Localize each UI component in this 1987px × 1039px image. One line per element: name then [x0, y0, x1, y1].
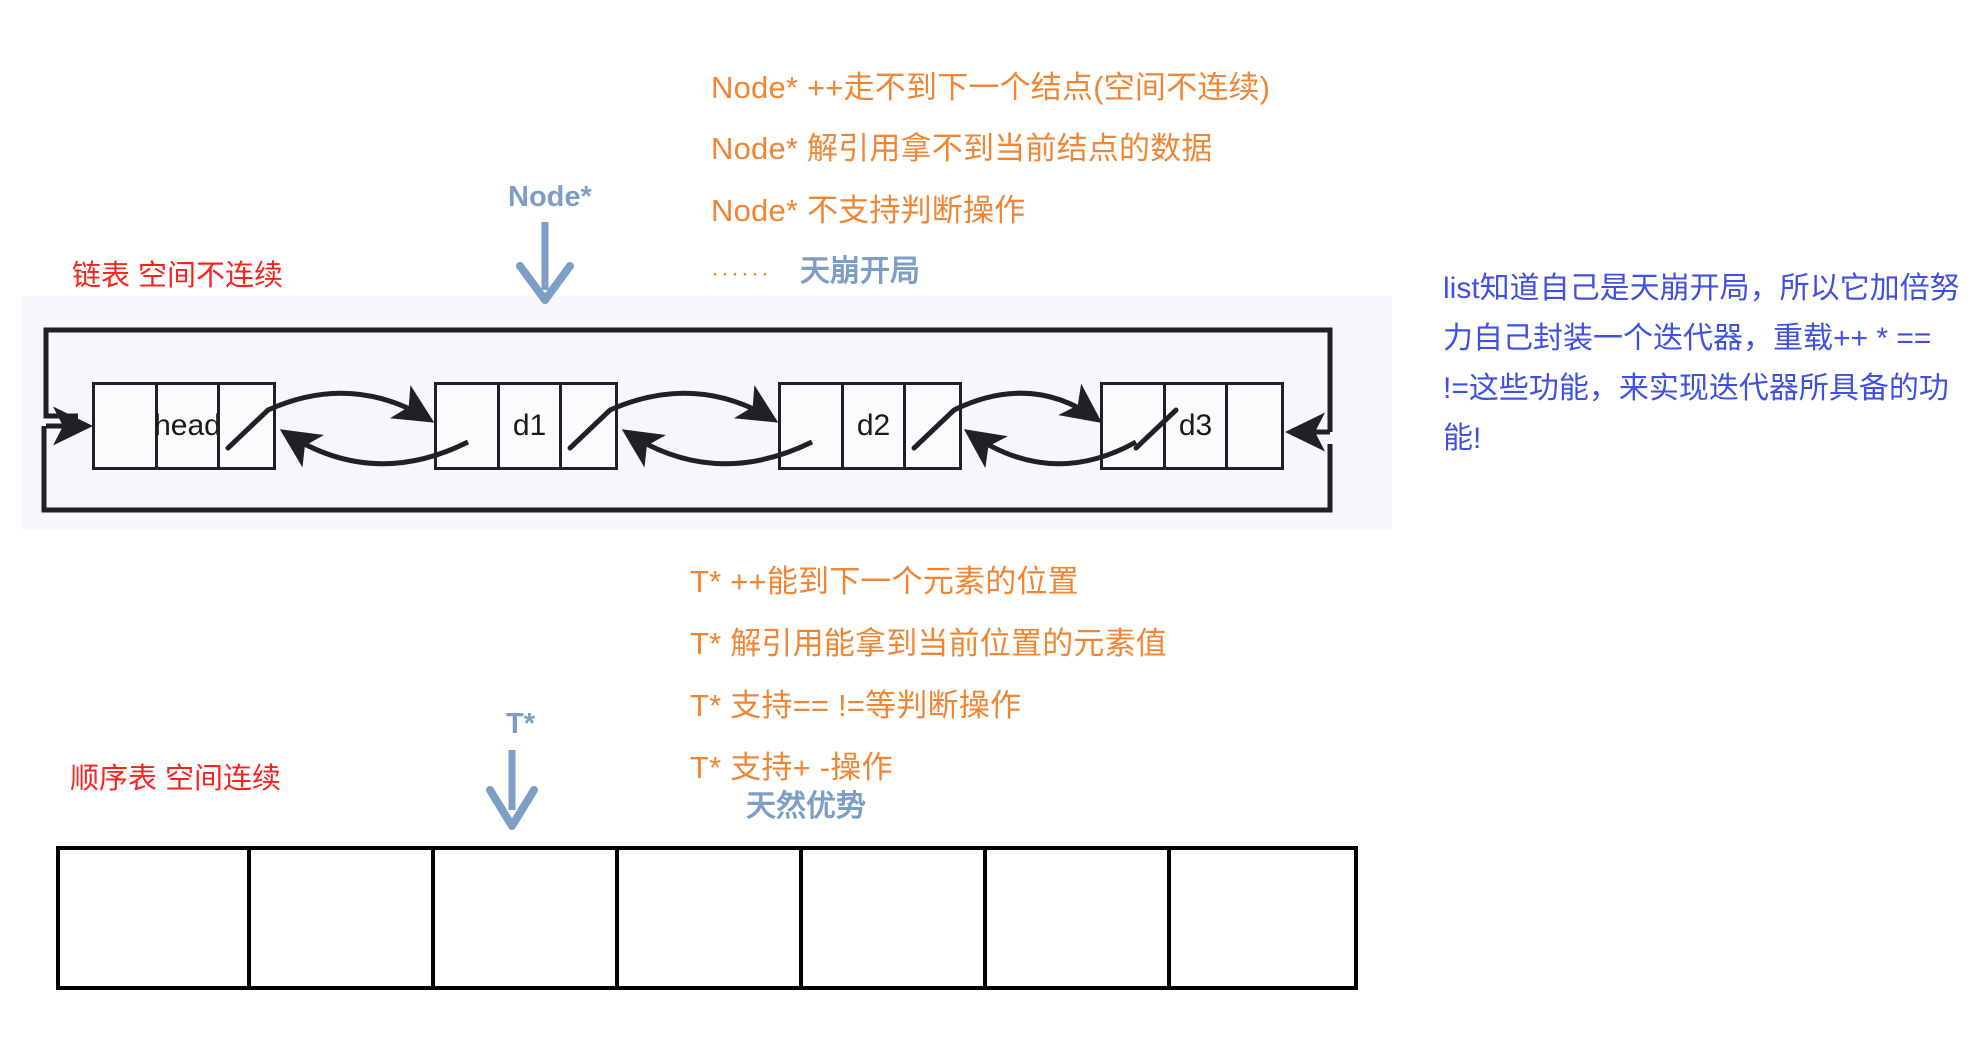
node-ptr-line-2: Node* 解引用拿不到当前结点的数据: [711, 131, 1213, 166]
t-ptr-line-3: T* 支持== !=等判断操作: [690, 688, 1022, 723]
t-ptr-line-4: T* 支持+ -操作: [690, 750, 893, 785]
node-ptr-line-1: Node* ++走不到下一个结点(空间不连续): [711, 70, 1271, 105]
array-cell: [615, 850, 799, 986]
node-prev-cell: [95, 385, 155, 467]
node-next-cell: [1225, 385, 1281, 467]
array-cell: [431, 850, 615, 986]
array-cell: [799, 850, 983, 986]
node-data-cell: d2: [841, 385, 903, 467]
list-node: d3: [1100, 382, 1284, 470]
node-next-cell: [559, 385, 615, 467]
array-table: [56, 846, 1358, 990]
array-cell: [60, 850, 247, 986]
node-prev-cell: [1103, 385, 1163, 467]
list-iterator-note: list知道自己是天崩开局，所以它加倍努力自己封装一个迭代器，重载++ * ==…: [1443, 272, 1960, 455]
node-next-cell: [217, 385, 273, 467]
node-ptr-ellipsis: ······: [711, 260, 771, 287]
t-ptr-label: T*: [506, 708, 535, 740]
linked-list-caption: 链表 空间不连续: [72, 260, 284, 292]
node-ptr-label: Node*: [508, 181, 592, 213]
t-ptr-line-2: T* 解引用能拿到当前位置的元素值: [690, 626, 1168, 661]
node-data-cell: d3: [1163, 385, 1225, 467]
list-node: d1: [434, 382, 618, 470]
node-data-cell: d1: [497, 385, 559, 467]
node-ptr-line-3: Node* 不支持判断操作: [711, 193, 1026, 228]
node-next-cell: [903, 385, 959, 467]
array-cell: [983, 850, 1167, 986]
node-prev-cell: [781, 385, 841, 467]
array-cell: [1167, 850, 1354, 986]
list-node: d2: [778, 382, 962, 470]
t-ptr-arrow-icon: [486, 750, 538, 830]
array-cell: [247, 850, 431, 986]
linked-list-tint-panel-upper: [22, 296, 1360, 358]
node-ptr-verdict: 天崩开局: [800, 255, 920, 288]
t-ptr-line-1: T* ++能到下一个元素的位置: [690, 564, 1079, 599]
list-node: head: [92, 382, 276, 470]
node-data-cell: head: [154, 385, 221, 467]
t-ptr-verdict: 天然优势: [746, 790, 866, 823]
node-prev-cell: [437, 385, 497, 467]
array-caption: 顺序表 空间连续: [70, 763, 282, 795]
node-ptr-arrow-icon: [516, 222, 574, 304]
